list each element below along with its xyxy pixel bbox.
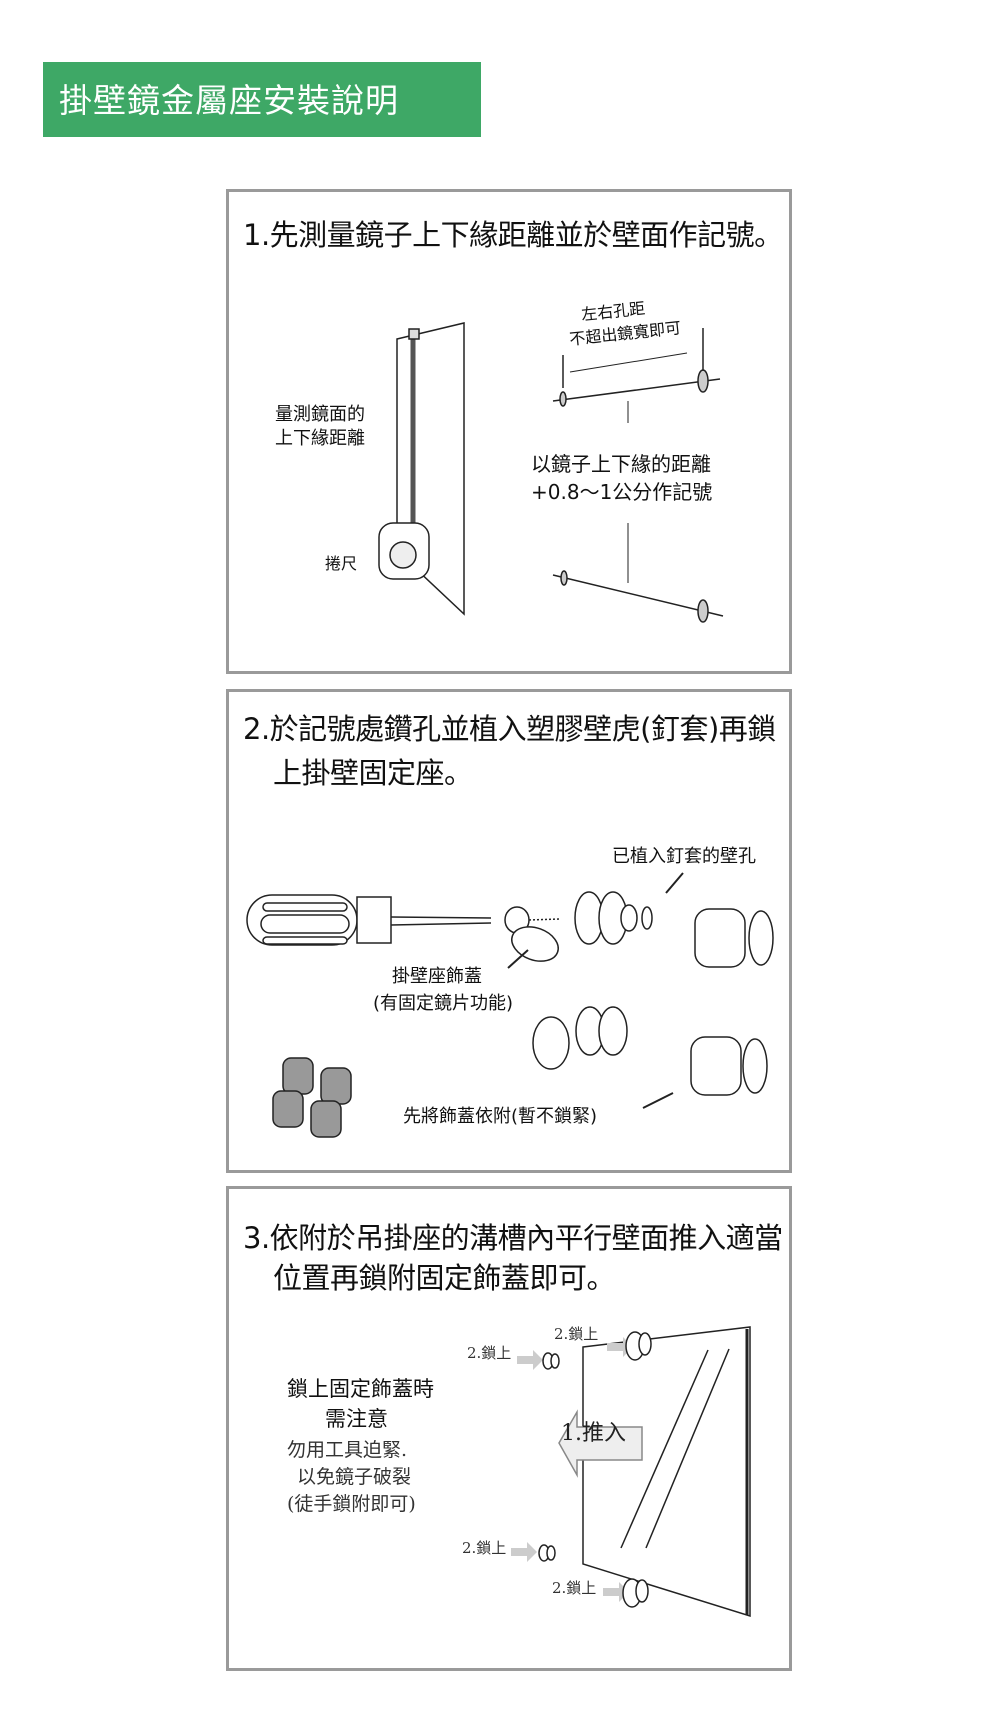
lock-label-top-right: 2.鎖上 — [554, 1325, 599, 1343]
step-3-title-line2: 位置再鎖附固定飾蓋即可。 — [273, 1261, 616, 1295]
step-1-panel: 1.先測量鏡子上下緣距離並於壁面作記號。 量測鏡面的 上下緣距離 捲尺 左右孔距… — [226, 189, 792, 674]
step-2-panel: 2.於記號處鑽孔並植入塑膠壁虎(釘套)再鎖 上掛壁固定座。 已植入釘套的壁孔 掛… — [226, 689, 792, 1173]
holder-icon — [625, 1331, 652, 1361]
measure-label-line2: 上下緣距離 — [275, 428, 365, 449]
tape-label: 捲尺 — [325, 554, 358, 573]
cap-label-line2: (有固定鏡片功能) — [373, 993, 514, 1014]
note-heading-line1: 鎖上固定飾蓋時 — [287, 1377, 434, 1401]
note-body-line3: (徒手鎖附即可) — [287, 1493, 416, 1515]
assembled-holder-icon — [532, 1006, 628, 1070]
note-body-line1: 勿用工具迫緊. — [287, 1439, 408, 1461]
decorative-cap-icon — [511, 926, 559, 962]
assembled-holder-2-icon — [690, 1036, 768, 1096]
note-heading-line2: 需注意 — [325, 1407, 388, 1431]
step-2-illustration — [246, 872, 774, 1138]
wall-mount-icon — [574, 891, 638, 945]
push-arrow-icon — [558, 1409, 643, 1478]
mark-label-line2: +0.8～1公分作記號 — [531, 480, 713, 504]
measure-label-line1: 量測鏡面的 — [275, 404, 365, 425]
page-title: 掛壁鏡金屬座安裝說明 — [59, 81, 399, 120]
holder-icon — [622, 1578, 649, 1608]
cap-label-line1: 掛壁座飾蓋 — [392, 966, 482, 987]
screwdriver-icon — [246, 894, 492, 946]
mirror-panel — [582, 1326, 751, 1618]
page-title-banner: 掛壁鏡金屬座安裝說明 — [43, 62, 481, 137]
step-2-title-line1: 2.於記號處鑽孔並植入塑膠壁虎(釘套)再鎖 — [243, 712, 776, 746]
step-2-title-line2: 上掛壁固定座。 — [273, 756, 473, 790]
note-body-line2: 以免鏡子破裂 — [297, 1466, 412, 1488]
attach-label: 先將飾蓋依附(暫不鎖緊) — [403, 1106, 598, 1127]
step-3-panel: 3.依附於吊掛座的溝槽內平行壁面推入適當 位置再鎖附固定飾蓋即可。 鎖上固定飾蓋… — [226, 1186, 792, 1671]
holder-icon — [538, 1544, 556, 1562]
step-1-title: 1.先測量鏡子上下緣距離並於壁面作記號。 — [243, 218, 783, 252]
lock-label-top-left: 2.鎖上 — [467, 1344, 512, 1362]
hole-label: 已植入釘套的壁孔 — [612, 846, 756, 867]
lock-label-bottom-left: 2.鎖上 — [462, 1539, 507, 1557]
mark-label-line1: 以鏡子上下緣的距離 — [531, 452, 711, 476]
lock-label-bottom-right: 2.鎖上 — [552, 1579, 597, 1597]
wall-hole-icon — [641, 906, 653, 930]
push-label: 1.推入 — [561, 1421, 626, 1446]
holder-icon — [542, 1352, 560, 1370]
step-3-illustration — [511, 1326, 751, 1618]
metal-caps-icon — [272, 1057, 352, 1138]
step-1-illustration — [378, 322, 724, 623]
step-3-title-line1: 3.依附於吊掛座的溝槽內平行壁面推入適當 — [243, 1221, 783, 1255]
mounted-holder-icon — [694, 908, 774, 968]
